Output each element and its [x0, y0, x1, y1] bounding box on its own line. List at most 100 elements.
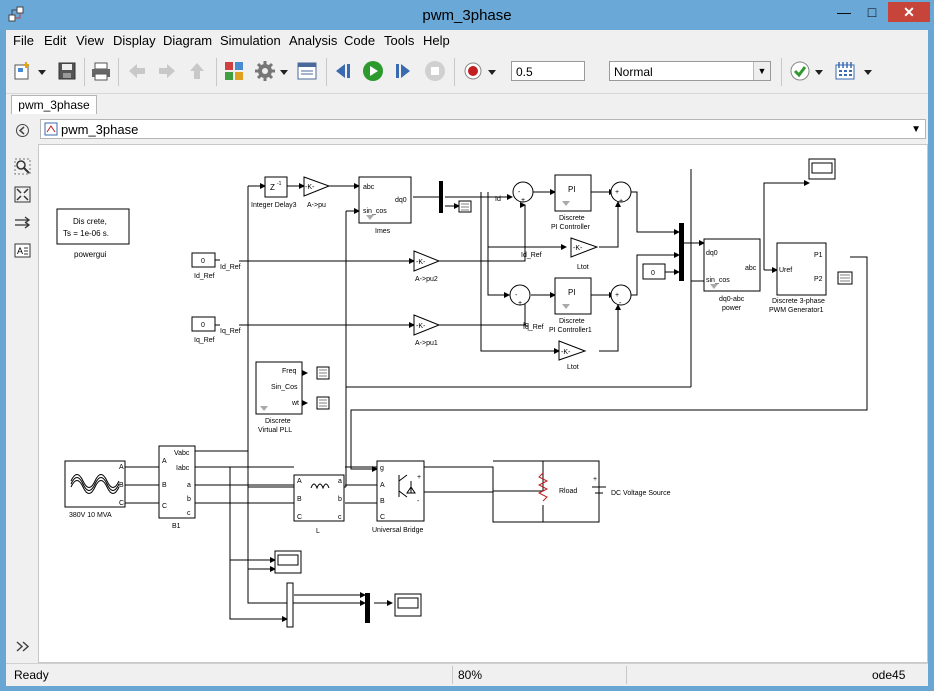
stop-time-input[interactable]: 0.5 — [511, 61, 585, 81]
l-b: b — [338, 496, 342, 503]
menu-analysis[interactable]: Analysis — [289, 33, 338, 48]
menu-display[interactable]: Display — [113, 33, 156, 48]
mux-block[interactable] — [679, 223, 684, 281]
ltot1-label: Ltot — [577, 264, 589, 271]
b1-a: a — [187, 482, 191, 489]
bridge-minus: - — [417, 498, 420, 505]
universal-bridge-block[interactable]: g A B C + - Universal Bridge — [372, 460, 425, 534]
gear-icon[interactable] — [254, 60, 276, 82]
menu-view[interactable]: View — [76, 33, 104, 48]
sum-block-2[interactable]: ++ — [610, 181, 632, 205]
sum-block-1[interactable]: -+ — [512, 181, 534, 204]
library-browser-icon[interactable] — [223, 60, 245, 82]
sum-block-3[interactable]: -+ — [509, 284, 531, 307]
chevron-down-icon[interactable] — [862, 60, 874, 82]
pll-terminator-1[interactable] — [316, 366, 330, 380]
pi-controller-block[interactable]: PI Discrete PI Controller — [551, 174, 592, 231]
ltot-gain-1[interactable]: -K- Ltot — [570, 237, 599, 271]
step-back-icon[interactable] — [332, 60, 354, 82]
pwm-generator-block[interactable]: Uref P1 P2 Discrete 3-phase PWM Generato… — [769, 242, 827, 314]
scope-top-right[interactable] — [808, 158, 836, 180]
back-icon[interactable] — [126, 60, 148, 82]
pi2-text: PI — [568, 288, 576, 297]
sum-block-4[interactable]: +- — [610, 284, 632, 307]
menu-file[interactable]: File — [13, 33, 34, 48]
maximize-button[interactable]: □ — [867, 4, 877, 20]
imes-label: Imes — [375, 228, 391, 235]
model-canvas[interactable]: Dis crete, Ts = 1e-06 s. powergui 0 Id_R… — [38, 144, 928, 663]
close-button[interactable]: ✕ — [888, 2, 930, 22]
l-A: A — [297, 478, 302, 485]
forward-icon[interactable] — [156, 60, 178, 82]
expand-panel-icon[interactable] — [14, 638, 31, 655]
scope-bottom-1[interactable] — [274, 550, 302, 574]
gain-a-pu[interactable]: -K- A->pu — [303, 176, 331, 209]
model-explorer-icon[interactable] — [296, 60, 318, 82]
menu-help[interactable]: Help — [423, 33, 450, 48]
powergui-block[interactable]: Dis crete, Ts = 1e-06 s. powergui — [56, 208, 130, 259]
b1-measurement-block[interactable]: Vabc Iabc A B C a b c B1 — [158, 445, 196, 530]
pwm-terminator[interactable] — [837, 271, 853, 285]
step-forward-icon[interactable] — [392, 60, 414, 82]
ltot-gain-2[interactable]: -K- Ltot — [558, 340, 587, 371]
run-icon[interactable] — [362, 60, 384, 82]
print-icon[interactable] — [90, 60, 112, 82]
menu-simulation[interactable]: Simulation — [220, 33, 281, 48]
id-ref-constant[interactable]: 0 Id_Ref Id_Ref — [191, 252, 241, 280]
menu-code[interactable]: Code — [344, 33, 376, 48]
hide-explorer-icon[interactable] — [14, 122, 31, 139]
three-phase-source-block[interactable]: A B C 380V 10 MVA — [64, 460, 126, 519]
save-icon[interactable] — [56, 60, 78, 82]
demux-block[interactable] — [439, 181, 443, 213]
iq-ref-constant[interactable]: 0 Iq_Ref Iq_Ref — [191, 316, 241, 344]
record-icon[interactable] — [462, 60, 484, 82]
fit-to-view-icon[interactable] — [14, 186, 31, 203]
bus-selector[interactable] — [286, 582, 294, 628]
rload-block[interactable]: Rload — [537, 472, 577, 502]
new-model-icon[interactable] — [12, 60, 34, 82]
inductor-block[interactable]: A B C a b c L — [293, 474, 345, 535]
menu-edit[interactable]: Edit — [44, 33, 67, 48]
chevron-down-icon[interactable]: ▼ — [911, 124, 921, 135]
chevron-down-icon[interactable]: ▼ — [753, 62, 770, 80]
gain-a-pu2[interactable]: -K- A->pu2 — [413, 250, 441, 283]
solver-name[interactable]: ode45 — [872, 668, 906, 682]
zero-constant[interactable]: 0 — [642, 263, 666, 280]
zoom-icon[interactable] — [14, 158, 31, 175]
minimize-button[interactable]: — — [837, 4, 851, 20]
gain-a-pu1[interactable]: -K- A->pu1 — [413, 314, 441, 347]
gain-a-pu-label: A->pu — [307, 202, 326, 209]
pll-label1: Discrete — [265, 418, 291, 425]
terminator-scope[interactable] — [458, 200, 472, 213]
chevron-down-icon[interactable] — [36, 60, 48, 82]
simulation-mode-select[interactable]: Normal ▼ — [609, 61, 771, 81]
bridge-C: C — [380, 514, 385, 521]
up-icon[interactable] — [186, 60, 208, 82]
pll-terminator-2[interactable] — [316, 396, 330, 410]
menu-tools[interactable]: Tools — [384, 33, 415, 48]
menu-diagram[interactable]: Diagram — [163, 33, 213, 48]
imes-block[interactable]: abc sin_cos dq0 Imes — [358, 176, 412, 235]
pwm-in: Uref — [779, 267, 792, 274]
arrows-icon[interactable] — [14, 214, 31, 231]
chevron-down-icon[interactable] — [813, 60, 825, 82]
toolbar: 0.5 Normal ▼ — [6, 51, 928, 94]
dq0-abc-block[interactable]: dq0 sin_cos abc dq0-abc power — [703, 238, 761, 312]
dc-voltage-source-block[interactable]: + DC Voltage Source — [592, 476, 671, 497]
chevron-down-icon[interactable] — [278, 60, 290, 82]
scope-bottom-2[interactable] — [394, 593, 422, 617]
model-advisor-check-icon[interactable] — [789, 60, 811, 82]
build-icon[interactable] — [834, 60, 856, 82]
integer-delay-block[interactable]: Z -1 Integer Delay3 — [251, 176, 297, 209]
tab-pwm-3phase[interactable]: pwm_3phase — [11, 95, 97, 115]
mux-bottom[interactable] — [365, 593, 370, 623]
delay-z: Z — [270, 183, 275, 192]
pll-out3: wt — [291, 400, 299, 407]
annotation-icon[interactable]: A — [14, 242, 31, 259]
breadcrumb[interactable]: pwm_3phase ▼ — [40, 119, 926, 139]
delay-exp: -1 — [277, 181, 282, 187]
stop-icon[interactable] — [424, 60, 446, 82]
pi-controller1-block[interactable]: PI Discrete PI Controller1 — [549, 277, 592, 334]
chevron-down-icon[interactable] — [486, 60, 498, 82]
virtual-pll-block[interactable]: Freq Sin_Cos wt Discrete Virtual PLL — [255, 361, 303, 434]
